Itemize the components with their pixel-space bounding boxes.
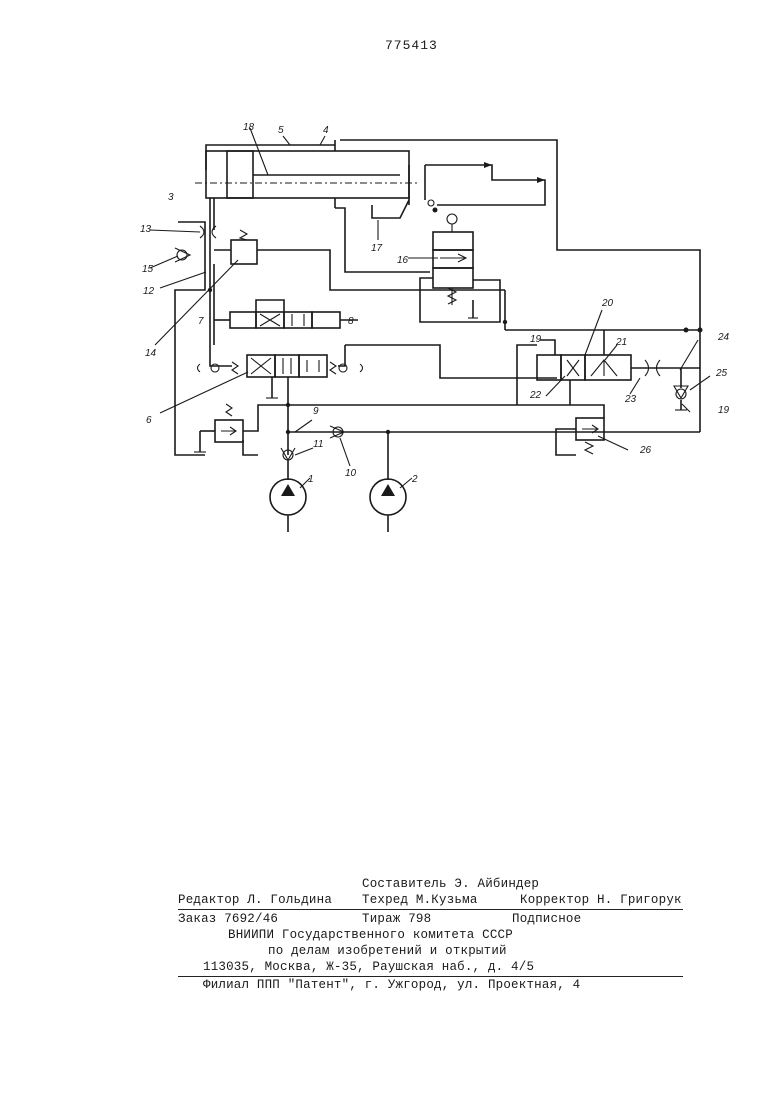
valve-16: [419, 213, 501, 323]
label-16: 16: [397, 255, 409, 266]
pilot-valve-7-8: [214, 299, 358, 329]
label-19: 19: [718, 405, 730, 416]
label-15: 15: [142, 264, 154, 275]
label-7: 7: [198, 316, 204, 327]
label-8: 8: [348, 316, 354, 327]
label-26: 26: [639, 445, 652, 456]
techred-line: Техред М.Кузьма: [362, 893, 478, 907]
org-line-2: по делам изобретений и открытий: [268, 944, 507, 958]
pump-1: [269, 478, 307, 532]
label-1: 1: [308, 474, 314, 485]
label-11: 11: [313, 439, 323, 450]
subscription-line: Подписное: [512, 912, 582, 926]
junction-dots: [207, 287, 508, 435]
label-21: 21: [615, 337, 627, 348]
address-line: 113035, Москва, Ж-35, Раушская наб., д. …: [203, 960, 535, 974]
org-line-1: ВНИИПИ Государственного комитета СССР: [228, 928, 513, 942]
patent-number: 775413: [385, 38, 438, 53]
label-23: 23: [624, 394, 637, 405]
label-25: 25: [715, 368, 728, 379]
pressure-lines-top: [205, 139, 701, 330]
corrector-line: Корректор Н. Григорук: [520, 893, 682, 907]
label-4: 4: [323, 125, 329, 136]
label-2: 2: [411, 474, 418, 485]
label-19b: 19: [530, 334, 542, 345]
label-12: 12: [143, 286, 155, 297]
check-valve-25: [673, 327, 703, 432]
label-13: 13: [140, 224, 152, 235]
main-valve-6: [196, 344, 557, 455]
editor-line: Редактор Л. Гольдина: [178, 893, 333, 907]
label-6: 6: [146, 415, 152, 426]
label-10: 10: [345, 468, 357, 479]
label-3: 3: [168, 192, 174, 203]
label-14: 14: [145, 348, 157, 359]
order-line: Заказ 7692/46: [178, 912, 279, 926]
relief-valve-26: [555, 404, 605, 456]
footer-rule-top: [178, 909, 683, 910]
label-5: 5: [278, 125, 284, 136]
left-circuit: [174, 198, 505, 456]
stop-element: [424, 162, 546, 213]
label-9: 9: [313, 406, 319, 417]
hydraulic-cylinder: [195, 140, 418, 219]
label-17: 17: [371, 243, 383, 254]
branch-line: Филиал ППП "Патент", г. Ужгород, ул. Про…: [203, 978, 581, 992]
pump-2: [369, 478, 407, 532]
leader-lines: [149, 127, 711, 489]
circulation-line: Тираж 798: [362, 912, 432, 926]
label-22: 22: [529, 390, 542, 401]
valve-20-22: [516, 330, 700, 405]
footer-rule-bottom: [178, 976, 683, 977]
label-20: 20: [601, 298, 614, 309]
relief-valve-left: [194, 403, 288, 456]
supply-line-9: [280, 290, 700, 480]
label-24: 24: [717, 332, 730, 343]
compiler-line: Составитель Э. Айбиндер: [362, 877, 540, 891]
label-18: 18: [243, 122, 255, 133]
